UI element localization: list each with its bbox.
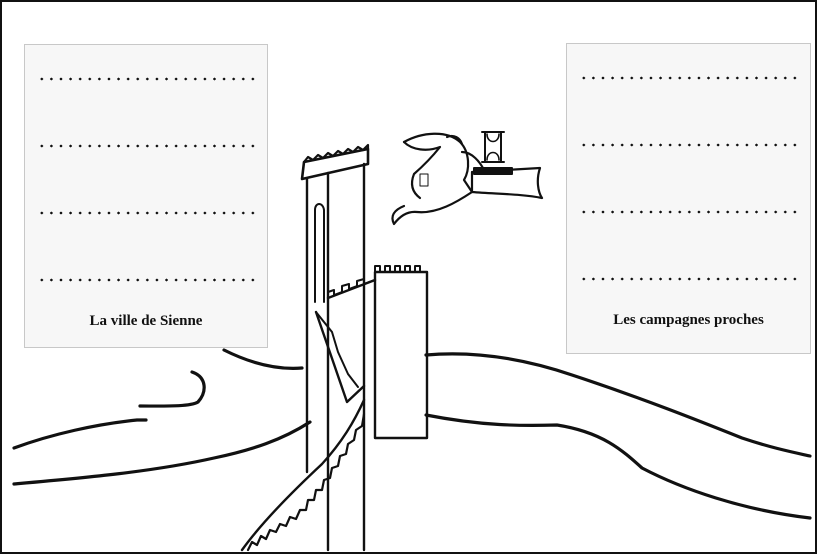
panel-city: La ville de Sienne [24,44,268,348]
answer-line[interactable] [37,278,255,282]
winged-figure-icon [391,132,544,226]
answer-line[interactable] [579,76,798,80]
hills-icon [12,348,812,520]
panel-caption-city: La ville de Sienne [89,313,203,329]
answer-line[interactable] [579,277,798,281]
city-wall-icon [240,265,429,552]
hourglass-icon [473,131,513,175]
answer-line[interactable] [579,210,798,214]
panel-countryside: Les campagnes proches [566,43,811,354]
answer-line[interactable] [37,211,255,215]
answer-line[interactable] [37,77,255,81]
tower-icon [300,143,370,552]
answer-line[interactable] [579,143,798,147]
panel-caption-countryside: Les campagnes proches [613,312,764,328]
answer-line[interactable] [37,144,255,148]
